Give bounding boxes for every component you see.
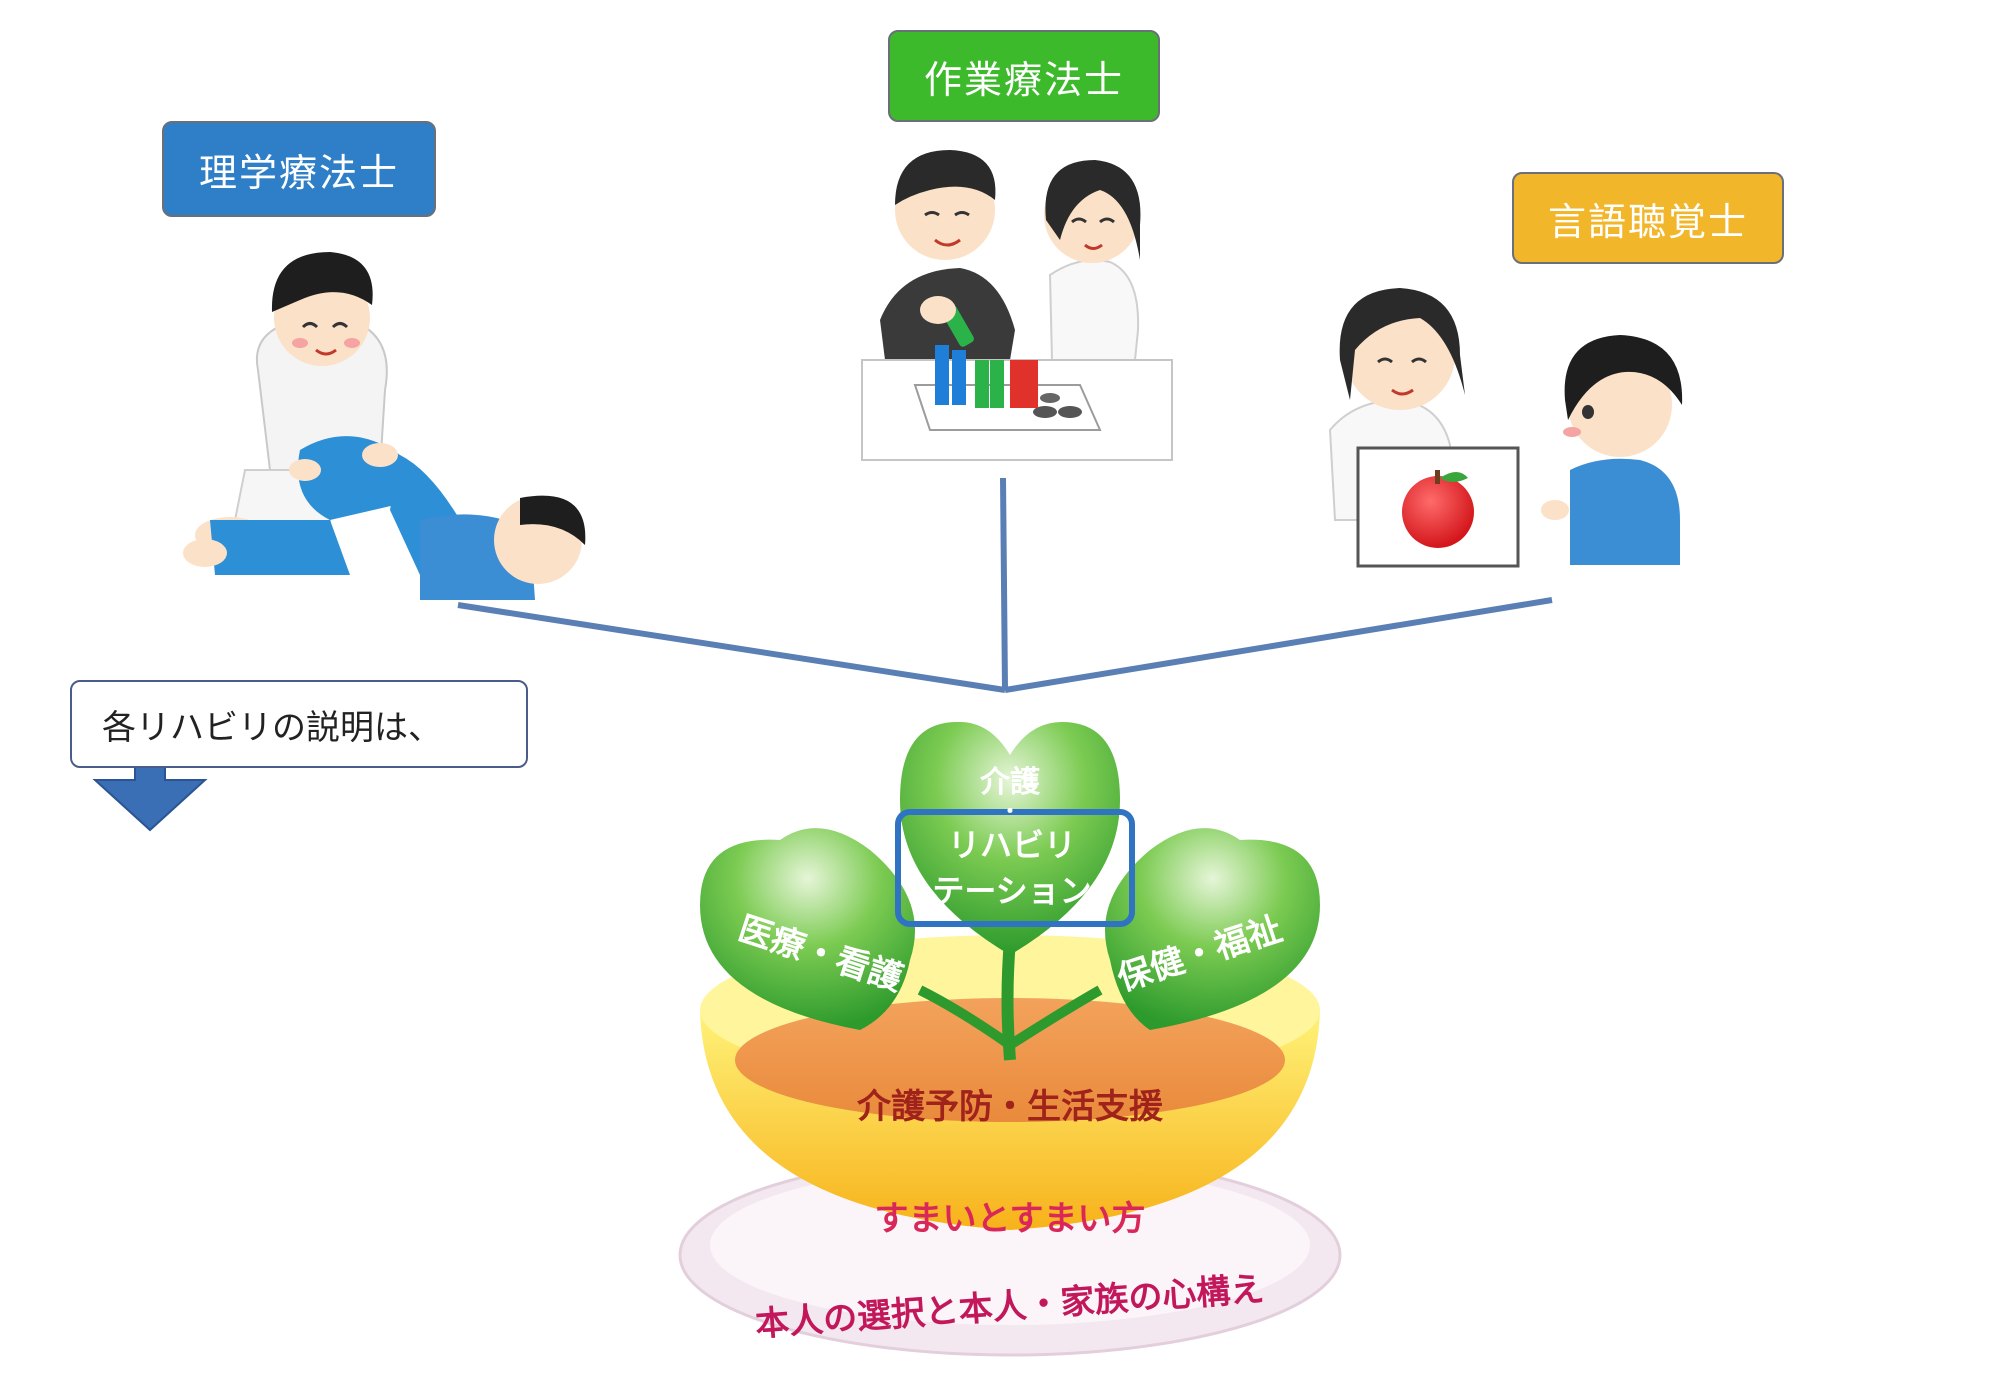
speech-therapy-illustration: [1328, 288, 1683, 568]
leaf-top-line1: 介護: [979, 765, 1041, 800]
rehab-explanation-note: 各リハビリの説明は、: [70, 680, 528, 768]
apple-icon: [1402, 470, 1474, 548]
rehab-explanation-text: 各リハビリの説明は、: [102, 707, 442, 748]
soil-label: 介護予防・生活支援: [857, 1087, 1164, 1127]
leaf-top-dot: ・: [1000, 799, 1020, 823]
physical-therapist-label: 理学療法士: [162, 121, 436, 217]
occupational-therapy-illustration: [861, 150, 1173, 461]
leaf-top-line2: リハビリ: [948, 826, 1076, 864]
care-plant-diagram: 介護 ・ リハビリ テーション 医療・看護 保健・福祉 介護予防・生活支援 すま…: [678, 721, 1342, 1357]
pot-label: すまいとすまい方: [875, 1199, 1146, 1239]
physical-therapy-illustration: [183, 252, 586, 600]
occupational-therapist-label: 作業療法士: [888, 30, 1160, 122]
speech-therapist-label: 言語聴覚士: [1512, 172, 1784, 264]
rehabilitation-highlight-box: [895, 809, 1135, 927]
connector-lines: [457, 477, 1553, 693]
leaf-top-line3: テーション: [932, 872, 1091, 910]
